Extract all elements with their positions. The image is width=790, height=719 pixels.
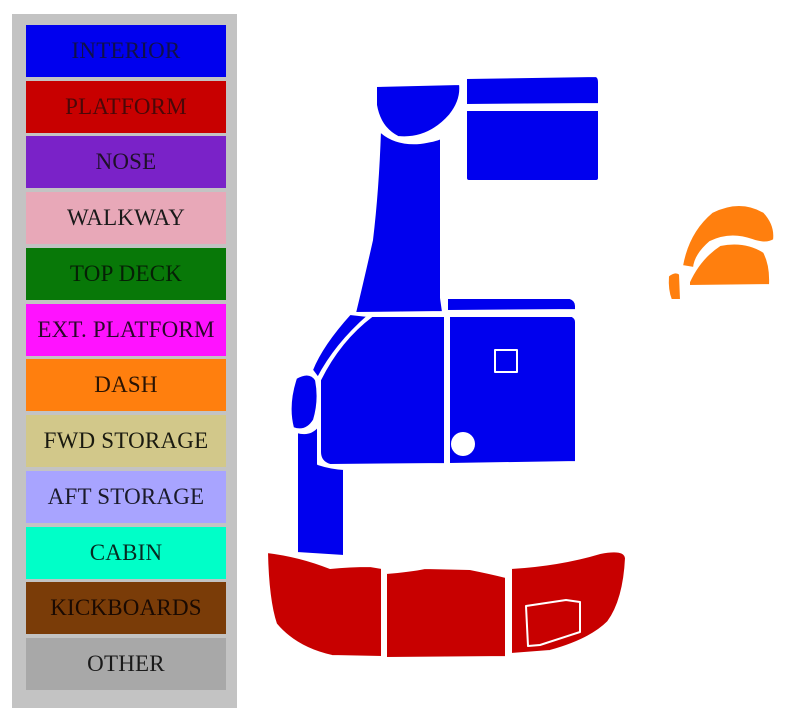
interior-access-hatch[interactable] bbox=[494, 349, 518, 373]
interior-cup-holder-cutout bbox=[451, 432, 475, 456]
interior-main-pad-left[interactable] bbox=[319, 315, 446, 466]
dash-lower-arch[interactable] bbox=[688, 242, 772, 287]
interior-side-lobe[interactable] bbox=[289, 373, 319, 431]
interior-center-strip[interactable] bbox=[446, 297, 577, 312]
interior-helm-lobe[interactable] bbox=[375, 83, 462, 139]
interior-top-pad-upper[interactable] bbox=[465, 75, 600, 106]
interior-top-pad-lower[interactable] bbox=[465, 109, 600, 182]
interior-main-pad-right[interactable] bbox=[448, 315, 577, 465]
platform-group bbox=[266, 550, 627, 659]
interior-port-runner[interactable] bbox=[354, 130, 444, 314]
dash-group bbox=[666, 204, 776, 301]
dash-upper-arch[interactable] bbox=[681, 204, 776, 269]
platform-port-section[interactable] bbox=[266, 551, 383, 658]
interior-group bbox=[289, 75, 600, 557]
interior-lower-column[interactable] bbox=[296, 425, 345, 557]
dash-small-tab[interactable] bbox=[666, 271, 682, 301]
interior-diagonal-connector[interactable] bbox=[311, 313, 369, 379]
platform-center-section[interactable] bbox=[385, 567, 507, 659]
platform-hatch-cutout[interactable] bbox=[525, 599, 581, 647]
